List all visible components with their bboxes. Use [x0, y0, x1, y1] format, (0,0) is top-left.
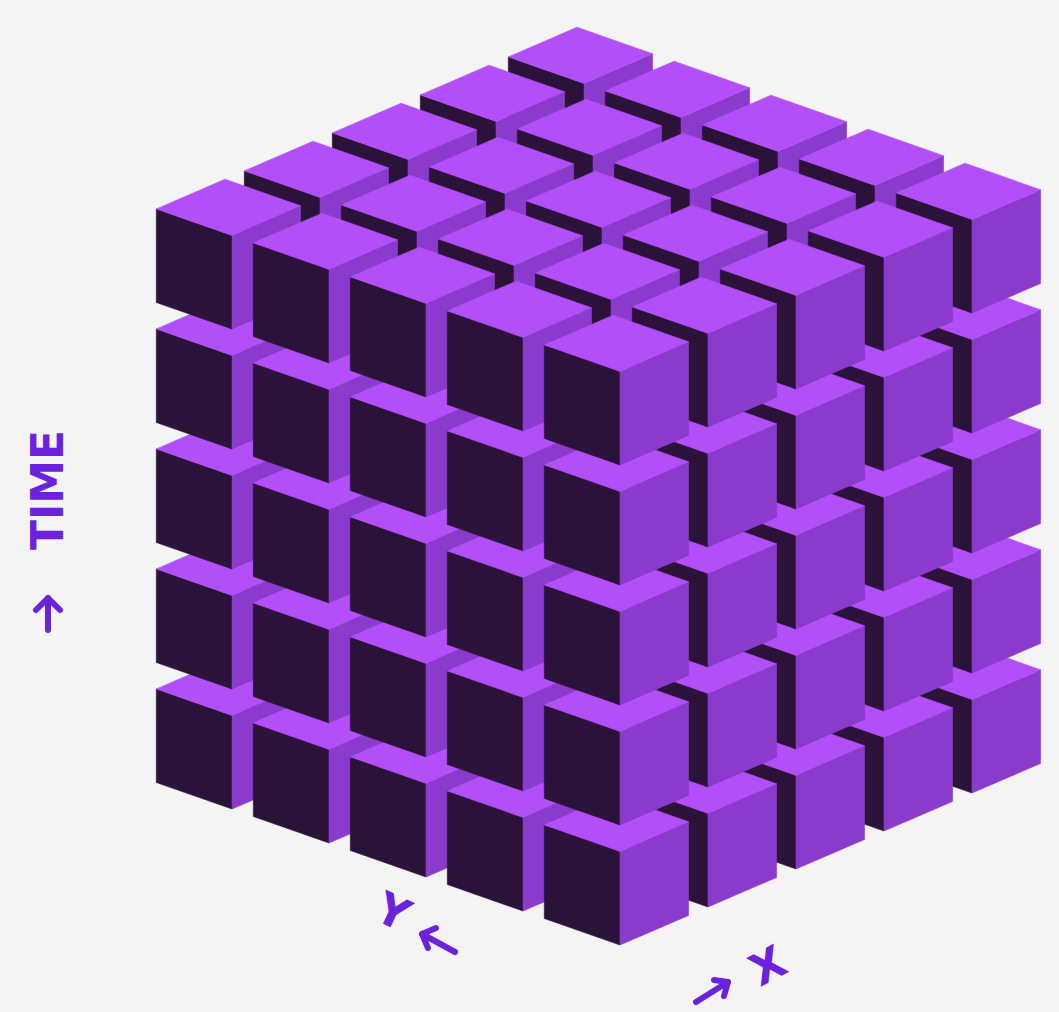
cube-top-face	[605, 61, 749, 117]
cube-top-face	[508, 27, 652, 83]
axis-label-time: TIME	[26, 430, 70, 550]
y-arrow	[422, 928, 455, 952]
cube-top-face	[438, 209, 582, 265]
cube-top-face	[244, 141, 388, 197]
cube-top-face	[535, 243, 679, 299]
cube-top-face	[799, 129, 943, 185]
cube-top-face	[720, 239, 864, 295]
cube-top-face	[896, 163, 1040, 219]
axis-label-y: Y	[369, 885, 416, 938]
cube-top-face	[808, 201, 952, 257]
cube-top-face	[156, 179, 300, 235]
cube-top-face	[332, 103, 476, 159]
cube-top-face	[447, 281, 591, 337]
cube-top-face	[702, 95, 846, 151]
cube-top-face	[711, 167, 855, 223]
cube-top-face	[253, 213, 397, 269]
axis-label-x: X	[743, 939, 794, 994]
cube-top-face	[623, 205, 767, 261]
cube-top-face	[517, 99, 661, 155]
cube-top-face	[350, 247, 494, 303]
cube-top-face	[420, 65, 564, 121]
time-arrow	[36, 598, 60, 630]
cube-top-face	[614, 133, 758, 189]
cube-stack	[156, 27, 1040, 945]
cube-top-face	[429, 137, 573, 193]
cube-top-face	[544, 315, 688, 371]
cube-top-face	[632, 277, 776, 333]
axis-arrows	[36, 598, 728, 1002]
cube-top-face	[526, 171, 670, 227]
cube-top-face	[341, 175, 485, 231]
x-arrow	[696, 980, 728, 1002]
